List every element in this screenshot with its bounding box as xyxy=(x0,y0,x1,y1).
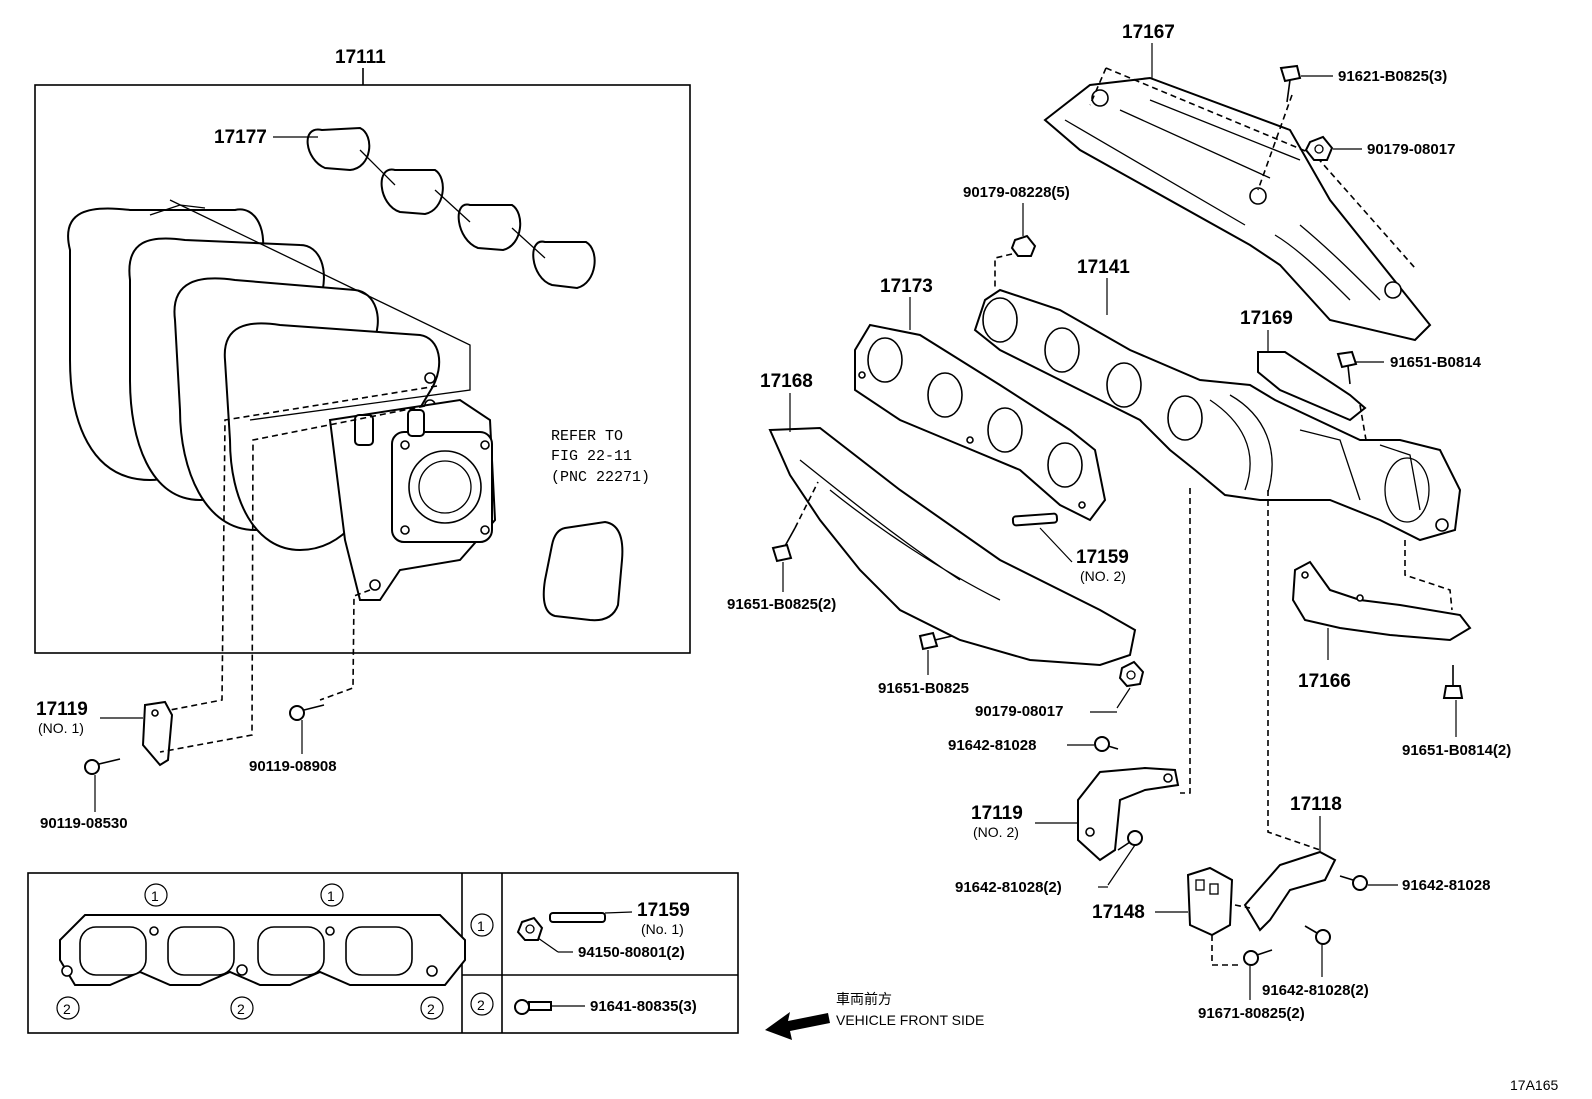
label-17111: 17111 xyxy=(335,47,386,68)
bolt-91651-b0825-2[interactable] xyxy=(771,527,796,563)
label-17168: 17168 xyxy=(760,371,813,392)
label-91651-b0825-2: 91651-B0825(2) xyxy=(727,596,836,613)
exhaust-gasket-17173[interactable] xyxy=(854,323,1107,522)
legend-label-94150-80801: 94150-80801(2) xyxy=(578,944,685,961)
label-17119-no1-sub: (NO. 1) xyxy=(38,720,84,736)
bolt-91651-b0814[interactable] xyxy=(1336,350,1358,385)
intake-manifold-box xyxy=(34,68,691,654)
svg-text:1: 1 xyxy=(151,888,159,904)
svg-text:1: 1 xyxy=(327,888,335,904)
legend-gasket-drawing xyxy=(59,914,466,986)
label-17177: 17177 xyxy=(214,127,267,148)
bolt-90119-08530[interactable] xyxy=(84,758,121,775)
label-17173: 17173 xyxy=(880,276,933,297)
bolt-91642-81028-a[interactable] xyxy=(1094,736,1119,752)
nut-90179-08017-bottom[interactable] xyxy=(1118,660,1145,688)
refer-line-1: REFER TO xyxy=(551,428,623,445)
label-17166: 17166 xyxy=(1298,671,1351,692)
stud-17159-no1[interactable] xyxy=(549,912,606,923)
heat-insulator-17167[interactable] xyxy=(1043,76,1432,342)
label-17159-no2-sub: (NO. 2) xyxy=(1080,568,1126,584)
bolt-90119-08908[interactable] xyxy=(289,704,325,721)
legend-row-marker-2: 2 xyxy=(470,992,494,1016)
label-17119-no2-sub: (NO. 2) xyxy=(973,824,1019,840)
label-90179-08228: 90179-08228(5) xyxy=(963,184,1070,201)
exhaust-manifold-17141[interactable] xyxy=(973,288,1462,542)
label-90179-08017-bottom: 90179-08017 xyxy=(975,703,1063,720)
direction-label-jp: 車両前方 xyxy=(836,991,892,1007)
legend-label-17159-no1: 17159 xyxy=(637,900,690,921)
bolt-91651-b0825[interactable] xyxy=(918,631,953,651)
vehicle-front-arrow-icon xyxy=(765,1012,830,1040)
bolt-91642-81028-2a[interactable] xyxy=(1117,830,1143,851)
bolt-91671-80825[interactable] xyxy=(1243,949,1273,966)
legend-marker-2-left: 2 xyxy=(56,996,80,1020)
refer-line-3: (PNC 22271) xyxy=(551,469,650,486)
bolt-91621-b0825[interactable] xyxy=(1279,64,1302,103)
label-91651-b0825: 91651-B0825 xyxy=(878,680,969,697)
legend-label-91641-80835: 91641-80835(3) xyxy=(590,998,697,1015)
label-17169: 17169 xyxy=(1240,308,1293,329)
bracket-17119-no2[interactable] xyxy=(1077,766,1180,862)
intake-gasket-17177[interactable] xyxy=(306,126,596,290)
label-91642-81028-b: 91642-81028 xyxy=(1402,877,1490,894)
label-90179-08017-top: 90179-08017 xyxy=(1367,141,1455,158)
label-90119-08908: 90119-08908 xyxy=(249,758,337,775)
legend-marker-1-left: 1 xyxy=(144,883,168,907)
legend-marker-2-mid: 2 xyxy=(230,996,254,1020)
nut-90179-08017-top[interactable] xyxy=(1304,135,1334,161)
bracket-17148[interactable] xyxy=(1186,866,1234,937)
svg-text:2: 2 xyxy=(427,1001,435,1017)
insulator-17169[interactable] xyxy=(1257,351,1367,422)
svg-text:2: 2 xyxy=(63,1001,71,1017)
label-17159-no2: 17159 xyxy=(1076,547,1129,568)
legend-row-marker-1: 1 xyxy=(470,913,494,937)
legend-marker-2-right: 2 xyxy=(420,996,444,1020)
bolt-91641-80835[interactable] xyxy=(514,999,552,1015)
refer-line-2: FIG 22-11 xyxy=(551,448,632,465)
legend-marker-1-right: 1 xyxy=(320,883,344,907)
legend-label-17159-no1-sub: (No. 1) xyxy=(641,921,684,937)
label-91642-81028-a: 91642-81028 xyxy=(948,737,1036,754)
svg-text:2: 2 xyxy=(477,997,485,1013)
label-17119-no2: 17119 xyxy=(971,803,1023,824)
bolt-91651-b0814-2[interactable] xyxy=(1442,665,1464,699)
stay-17118[interactable] xyxy=(1243,850,1337,932)
throttle-body-gasket-ref xyxy=(542,520,624,622)
svg-text:1: 1 xyxy=(477,918,485,934)
label-90119-08530: 90119-08530 xyxy=(40,815,128,832)
heat-insulator-17166[interactable] xyxy=(1291,560,1472,642)
label-91671-80825: 91671-80825(2) xyxy=(1198,1005,1305,1022)
heat-insulator-17168[interactable] xyxy=(768,426,1137,667)
label-91621-b0825: 91621-B0825(3) xyxy=(1338,68,1447,85)
bolt-91642-81028-b[interactable] xyxy=(1339,875,1368,891)
intake-manifold-17111[interactable] xyxy=(67,199,497,601)
direction-label-en: VEHICLE FRONT SIDE xyxy=(836,1012,984,1028)
label-17118: 17118 xyxy=(1290,794,1342,815)
label-91651-b0814: 91651-B0814 xyxy=(1390,354,1482,371)
label-17141: 17141 xyxy=(1077,257,1130,278)
svg-text:2: 2 xyxy=(237,1001,245,1017)
bracket-17119-no1[interactable] xyxy=(141,700,174,767)
bolt-91642-81028-2b[interactable] xyxy=(1304,925,1331,945)
label-17148: 17148 xyxy=(1092,902,1145,923)
nut-94150-80801[interactable] xyxy=(516,916,544,941)
label-91651-b0814-2: 91651-B0814(2) xyxy=(1402,742,1511,759)
stud-17159-no2[interactable] xyxy=(1011,512,1059,527)
figure-id: 17A165 xyxy=(1510,1077,1558,1093)
label-91642-81028-2b: 91642-81028(2) xyxy=(1262,982,1369,999)
label-17119-no1: 17119 xyxy=(36,699,88,720)
label-91642-81028-2a: 91642-81028(2) xyxy=(955,879,1062,896)
label-17167: 17167 xyxy=(1122,22,1175,43)
nut-90179-08228[interactable] xyxy=(1010,234,1037,257)
